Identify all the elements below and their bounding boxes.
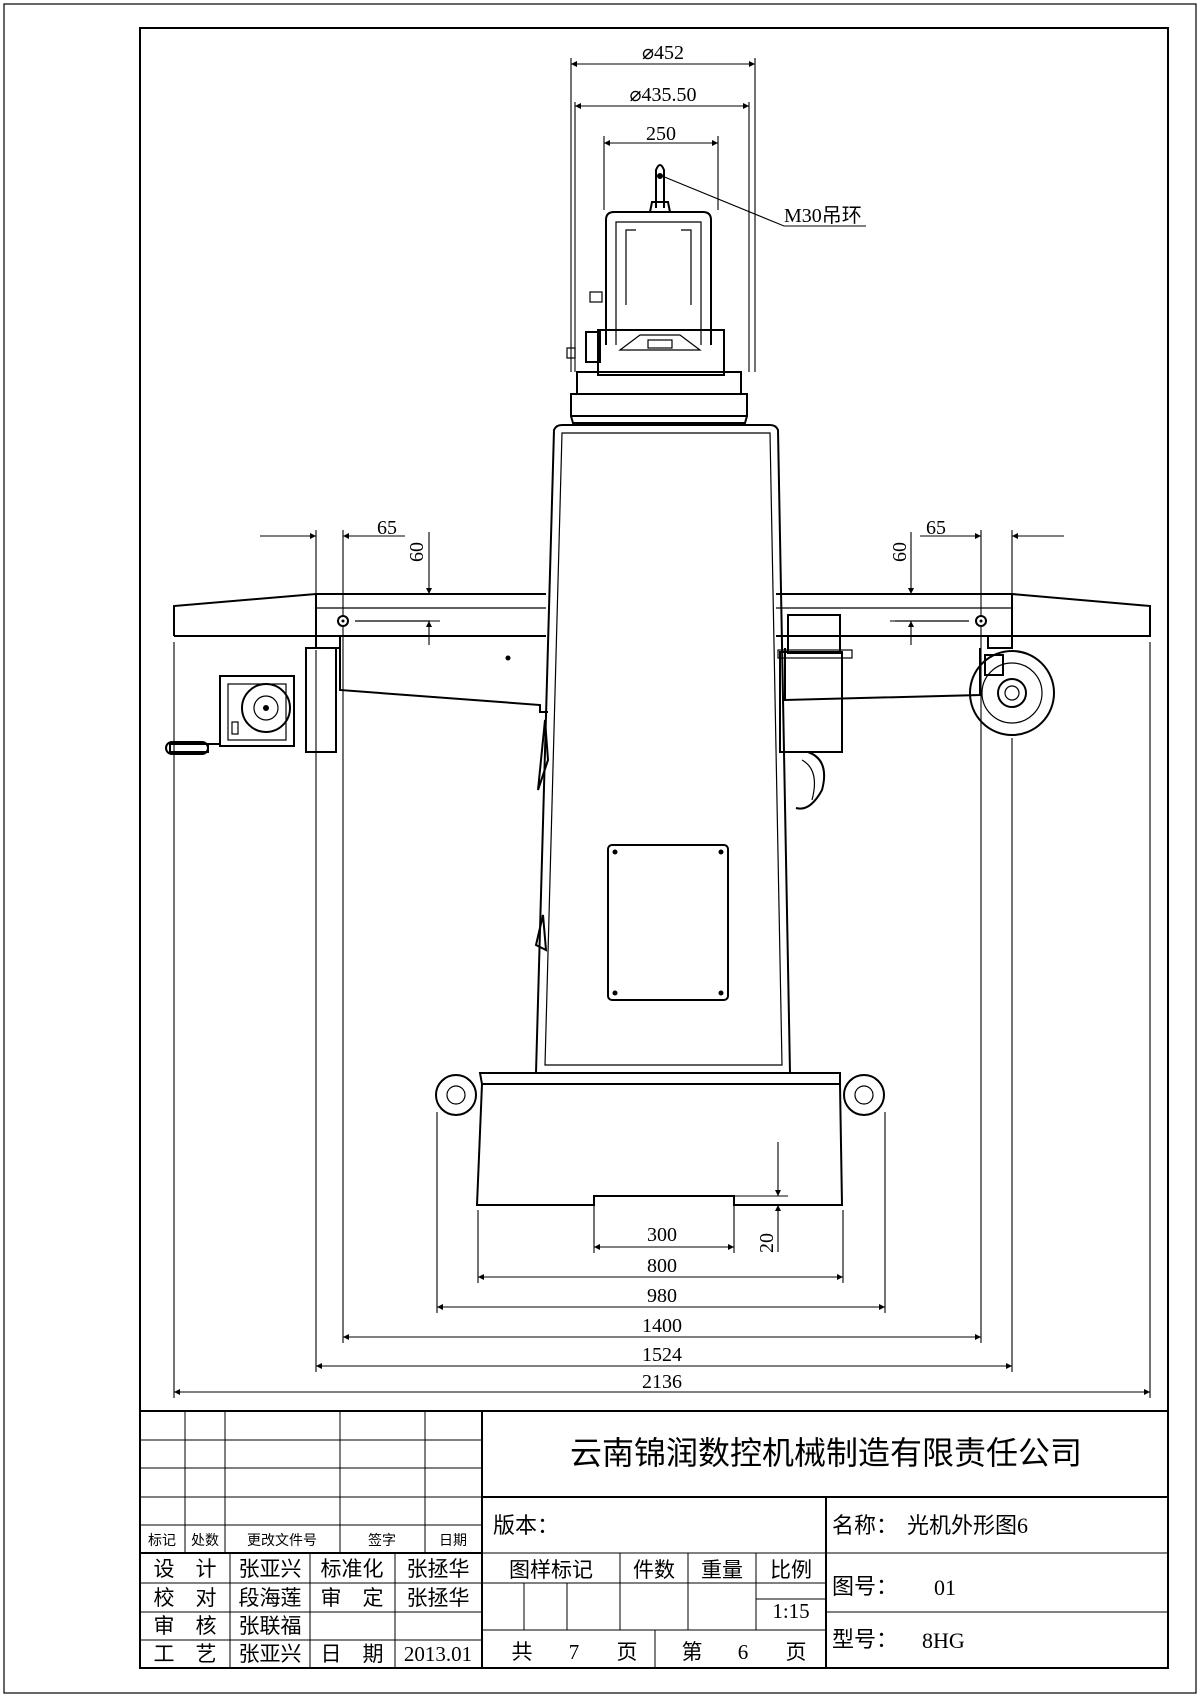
version-label: 版本： xyxy=(493,1513,559,1538)
title-block-text: 云南锦润数控机械制造有限责任公司 标记 处数 更改文件号 签字 日期 设 计 张… xyxy=(148,1434,1082,1666)
role-review-name: 张联福 xyxy=(239,1614,302,1638)
rev-header-date: 日期 xyxy=(439,1533,467,1549)
machine-base xyxy=(435,1072,885,1206)
role-design-name: 张亚兴 xyxy=(239,1557,302,1581)
model-label: 型号： xyxy=(832,1627,898,1652)
rev-header-mark: 标记 xyxy=(148,1533,176,1549)
role-standard-name: 张拯华 xyxy=(407,1557,470,1581)
total-label: 共 xyxy=(512,1640,533,1664)
machine-outline xyxy=(165,164,1151,1206)
dim-base-step-height: 20 xyxy=(756,1233,778,1253)
work-table xyxy=(173,593,1151,649)
sheet-page-unit: 页 xyxy=(786,1640,807,1664)
role-date-value: 2013.01 xyxy=(404,1642,472,1666)
role-check-label: 校 对 xyxy=(154,1586,217,1610)
right-gearbox xyxy=(777,614,853,810)
dim-base-slot-width: 300 xyxy=(647,1224,677,1246)
rev-header-sign: 签字 xyxy=(368,1532,396,1549)
role-approve-label: 审 定 xyxy=(321,1586,384,1610)
inner-frame xyxy=(139,27,1169,1669)
role-design-label: 设 计 xyxy=(154,1557,217,1581)
dim-right-offset-h: 65 xyxy=(926,517,946,539)
total-page-unit: 页 xyxy=(617,1640,638,1664)
machine-column xyxy=(534,424,792,1074)
dimension-lines xyxy=(173,58,1151,1398)
company-name: 云南锦润数控机械制造有限责任公司 xyxy=(570,1434,1082,1472)
role-check-name: 段海莲 xyxy=(239,1586,302,1610)
sheet-label: 第 xyxy=(682,1640,703,1664)
quantity-label: 件数 xyxy=(633,1558,675,1582)
dim-lug-span: 980 xyxy=(647,1285,677,1307)
role-process-label: 工 艺 xyxy=(154,1642,217,1666)
role-approve-name: 张拯华 xyxy=(407,1586,470,1610)
machine-knee xyxy=(339,648,981,713)
dim-overall-width: 2136 xyxy=(642,1371,682,1393)
role-process-name: 张亚兴 xyxy=(239,1642,302,1666)
left-power-feed xyxy=(165,647,337,755)
dim-right-offset-v: 60 xyxy=(889,542,911,562)
dim-head-width: 250 xyxy=(646,123,676,145)
name-value: 光机外形图6 xyxy=(907,1513,1028,1538)
rev-header-doc-no: 更改文件号 xyxy=(247,1533,317,1549)
rev-header-count: 处数 xyxy=(191,1533,219,1549)
name-label: 名称： xyxy=(832,1513,898,1538)
dim-top-diameter-inner: ⌀435.50 xyxy=(629,84,696,106)
sample-mark-label: 图样标记 xyxy=(509,1558,593,1582)
lifting-ring-label: M30吊环 xyxy=(784,205,862,227)
dim-table-width: 1524 xyxy=(642,1344,682,1366)
role-date-label: 日 期 xyxy=(321,1642,384,1666)
sheet-number: 6 xyxy=(738,1640,749,1664)
dim-left-offset-v: 60 xyxy=(406,542,428,562)
role-review-label: 审 核 xyxy=(154,1614,217,1638)
milling-head xyxy=(566,164,748,424)
dimension-labels: ⌀452 ⌀435.50 250 M30吊环 65 60 65 60 20 30… xyxy=(377,42,946,1393)
dim-table-hole-span: 1400 xyxy=(642,1315,682,1337)
dim-left-offset-h: 65 xyxy=(377,517,397,539)
dim-top-diameter-outer: ⌀452 xyxy=(642,42,684,64)
scale-value: 1:15 xyxy=(772,1599,809,1623)
right-handwheel xyxy=(969,650,1055,736)
scale-label: 比例 xyxy=(770,1558,812,1582)
role-standard-label: 标准化 xyxy=(321,1557,384,1581)
title-block xyxy=(140,1410,1168,1668)
weight-label: 重量 xyxy=(701,1558,743,1582)
outer-border xyxy=(3,3,1197,1694)
drawing-number-label: 图号： xyxy=(832,1574,898,1599)
total-pages: 7 xyxy=(569,1640,580,1664)
dim-base-width: 800 xyxy=(647,1255,677,1277)
drawing-number-value: 01 xyxy=(934,1575,956,1600)
model-value: 8HG xyxy=(922,1628,965,1653)
